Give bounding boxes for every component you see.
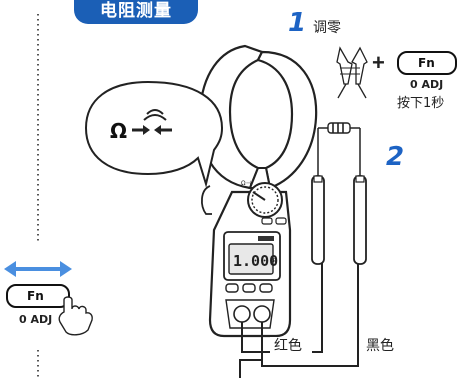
input-jack [233, 305, 251, 323]
meter-button [275, 217, 287, 225]
fn-button-left-outline [6, 284, 70, 308]
resistor-icon [318, 122, 360, 134]
input-jack [253, 305, 271, 323]
red-lead-label: 红色 [274, 338, 302, 354]
press-hint: 按下1秒 [397, 96, 445, 111]
red-test-probe [311, 128, 325, 265]
meter-button [259, 283, 273, 293]
zero-adj-label-left: 0 ADJ [19, 313, 53, 326]
fn-button-right-outline [397, 51, 457, 75]
fn-button-left-label: Fn [27, 289, 44, 303]
meter-button [261, 217, 273, 225]
meter-button [242, 283, 256, 293]
step-1-number: 1 [288, 8, 307, 38]
shorted-probes-icon [336, 46, 368, 99]
step-1-label: 调零 [313, 20, 341, 36]
step-2-number: 2 [386, 142, 405, 172]
black-lead-label: 黑色 [366, 338, 394, 354]
meter-body [208, 190, 292, 338]
fn-button-right-label: Fn [418, 56, 435, 70]
lcd-screen [228, 243, 274, 275]
meter-button [225, 283, 239, 293]
plus-sign: + [372, 50, 385, 75]
zero-adj-label-right: 0 ADJ [410, 78, 444, 91]
black-test-probe [353, 128, 367, 265]
wrist-strap [201, 185, 212, 215]
black-lead-wire [239, 262, 359, 378]
double-arrow-icon [4, 261, 72, 277]
lcd-unit: kΩ [270, 258, 277, 264]
rotary-dial: Ω⊣ [241, 180, 283, 218]
section-title: 电阻测量 [74, 0, 198, 24]
ohm-symbol: Ω [110, 119, 128, 143]
svg-text:Ω⊣: Ω⊣ [241, 180, 251, 187]
lcd-reading: 1.000 [233, 252, 279, 270]
zero-adjust-icon [132, 109, 172, 135]
callout-bubble [84, 80, 224, 188]
hand-pointer-icon [58, 296, 93, 336]
